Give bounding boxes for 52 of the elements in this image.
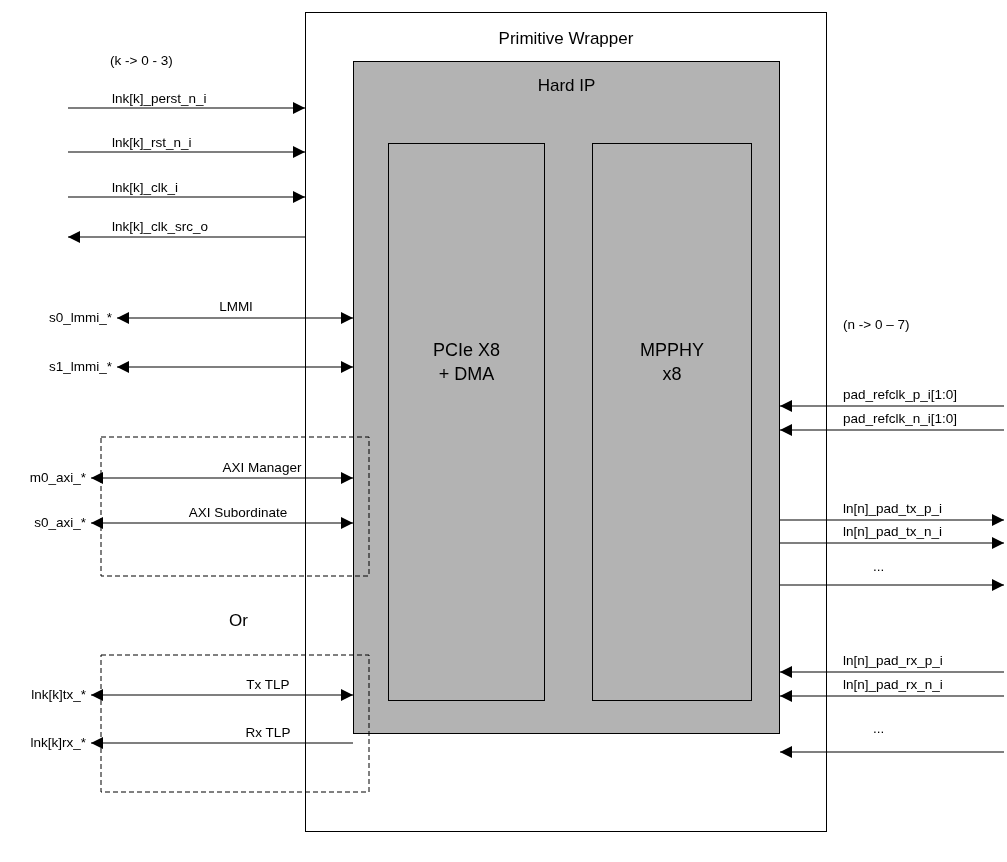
- arrow: [779, 537, 1005, 549]
- outer-box: [305, 12, 827, 832]
- block-label: MPPHY x8: [639, 339, 705, 386]
- arrow: [779, 514, 1005, 526]
- edge-label: ...: [873, 720, 885, 738]
- note-text: Or: [229, 612, 248, 630]
- signal-name: s1_lmmi_*: [10, 357, 112, 377]
- edge-label: lnk[k]_perst_n_i: [112, 90, 207, 108]
- edge-label: Rx TLP: [245, 724, 291, 742]
- arrow: [67, 146, 306, 158]
- arrow: [90, 517, 354, 529]
- edge-label: lnk[k]_clk_i: [112, 179, 179, 197]
- arrow: [116, 361, 354, 373]
- block-label: PCIe X8 + DMA: [431, 339, 501, 386]
- edge-label: lnk[k]_clk_src_o: [112, 218, 209, 236]
- arrow: [779, 424, 1005, 436]
- signal-name: m0_axi_*: [0, 468, 86, 488]
- shaded-block: [353, 61, 780, 734]
- edge-label: LMMI: [219, 298, 253, 316]
- edge-label: ln[n]_pad_tx_n_i: [843, 523, 943, 541]
- arrow: [779, 579, 1005, 591]
- signal-name: s0_axi_*: [0, 513, 86, 533]
- edge-label: lnk[k]_rst_n_i: [112, 134, 192, 152]
- arrow: [90, 737, 354, 749]
- edge-label: AXI Manager: [222, 459, 302, 477]
- note-text: (k -> 0 - 3): [110, 52, 173, 70]
- signal-name: s0_lmmi_*: [10, 308, 112, 328]
- arrow: [90, 689, 354, 701]
- edge-label: ln[n]_pad_rx_n_i: [843, 676, 943, 694]
- edge-label: Tx TLP: [246, 676, 290, 694]
- arrow: [116, 312, 354, 324]
- arrow: [779, 690, 1005, 702]
- arrow: [67, 191, 306, 203]
- signal-name: lnk[k]rx_*: [0, 733, 86, 753]
- note-text: (n -> 0 – 7): [843, 316, 910, 334]
- edge-label: pad_refclk_n_i[1:0]: [843, 410, 958, 428]
- edge-label: pad_refclk_p_i[1:0]: [843, 386, 958, 404]
- inner-block: [388, 143, 545, 701]
- arrow: [779, 666, 1005, 678]
- edge-label: ln[n]_pad_tx_p_i: [843, 500, 943, 518]
- edge-label: ln[n]_pad_rx_p_i: [843, 652, 943, 670]
- arrow: [67, 102, 306, 114]
- block-title: Hard IP: [537, 76, 596, 96]
- signal-name: lnk[k]tx_*: [0, 685, 86, 705]
- arrow: [779, 400, 1005, 412]
- block-title: Primitive Wrapper: [498, 29, 634, 49]
- edge-label: ...: [873, 558, 885, 576]
- arrow: [67, 231, 306, 243]
- edge-label: AXI Subordinate: [188, 504, 288, 522]
- arrow: [779, 746, 1005, 758]
- inner-block: [592, 143, 752, 701]
- arrow: [90, 472, 354, 484]
